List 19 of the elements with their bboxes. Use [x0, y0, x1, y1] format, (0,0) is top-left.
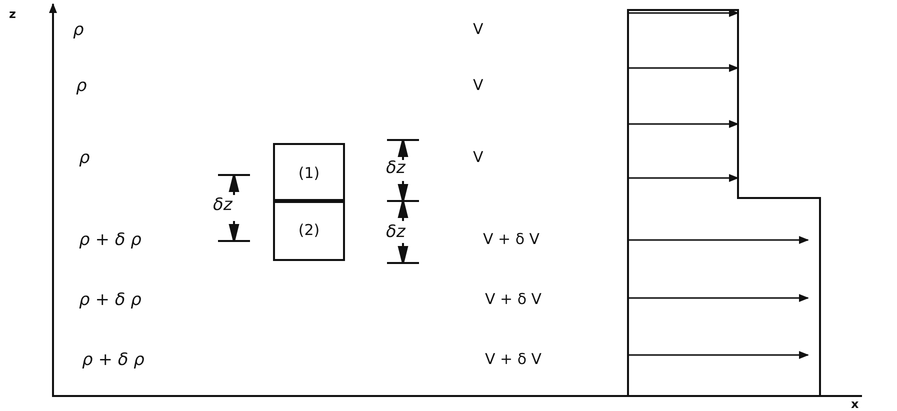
density-label: ρ — [76, 78, 87, 95]
density-label: ρ + δ ρ — [79, 292, 142, 309]
height-label: δz — [386, 224, 406, 241]
velocity-label: V + δ V — [485, 352, 542, 367]
density-label: ρ — [79, 150, 90, 167]
velocity-label: V — [473, 150, 484, 165]
velocity-label: V + δ V — [483, 232, 540, 247]
velocity-label: V + δ V — [485, 292, 542, 307]
velocity-label: V — [473, 22, 484, 37]
element-box: (2) — [273, 199, 345, 261]
height-label: δz — [213, 197, 232, 214]
density-label: ρ — [73, 22, 84, 39]
element-box: (1) — [273, 143, 345, 203]
axis-label: z — [9, 8, 16, 20]
density-label: ρ + δ ρ — [82, 352, 144, 369]
density-label: ρ + δ ρ — [79, 232, 142, 249]
height-label: δz — [386, 160, 406, 177]
axis-label: x — [851, 398, 859, 410]
velocity-label: V — [473, 78, 484, 93]
